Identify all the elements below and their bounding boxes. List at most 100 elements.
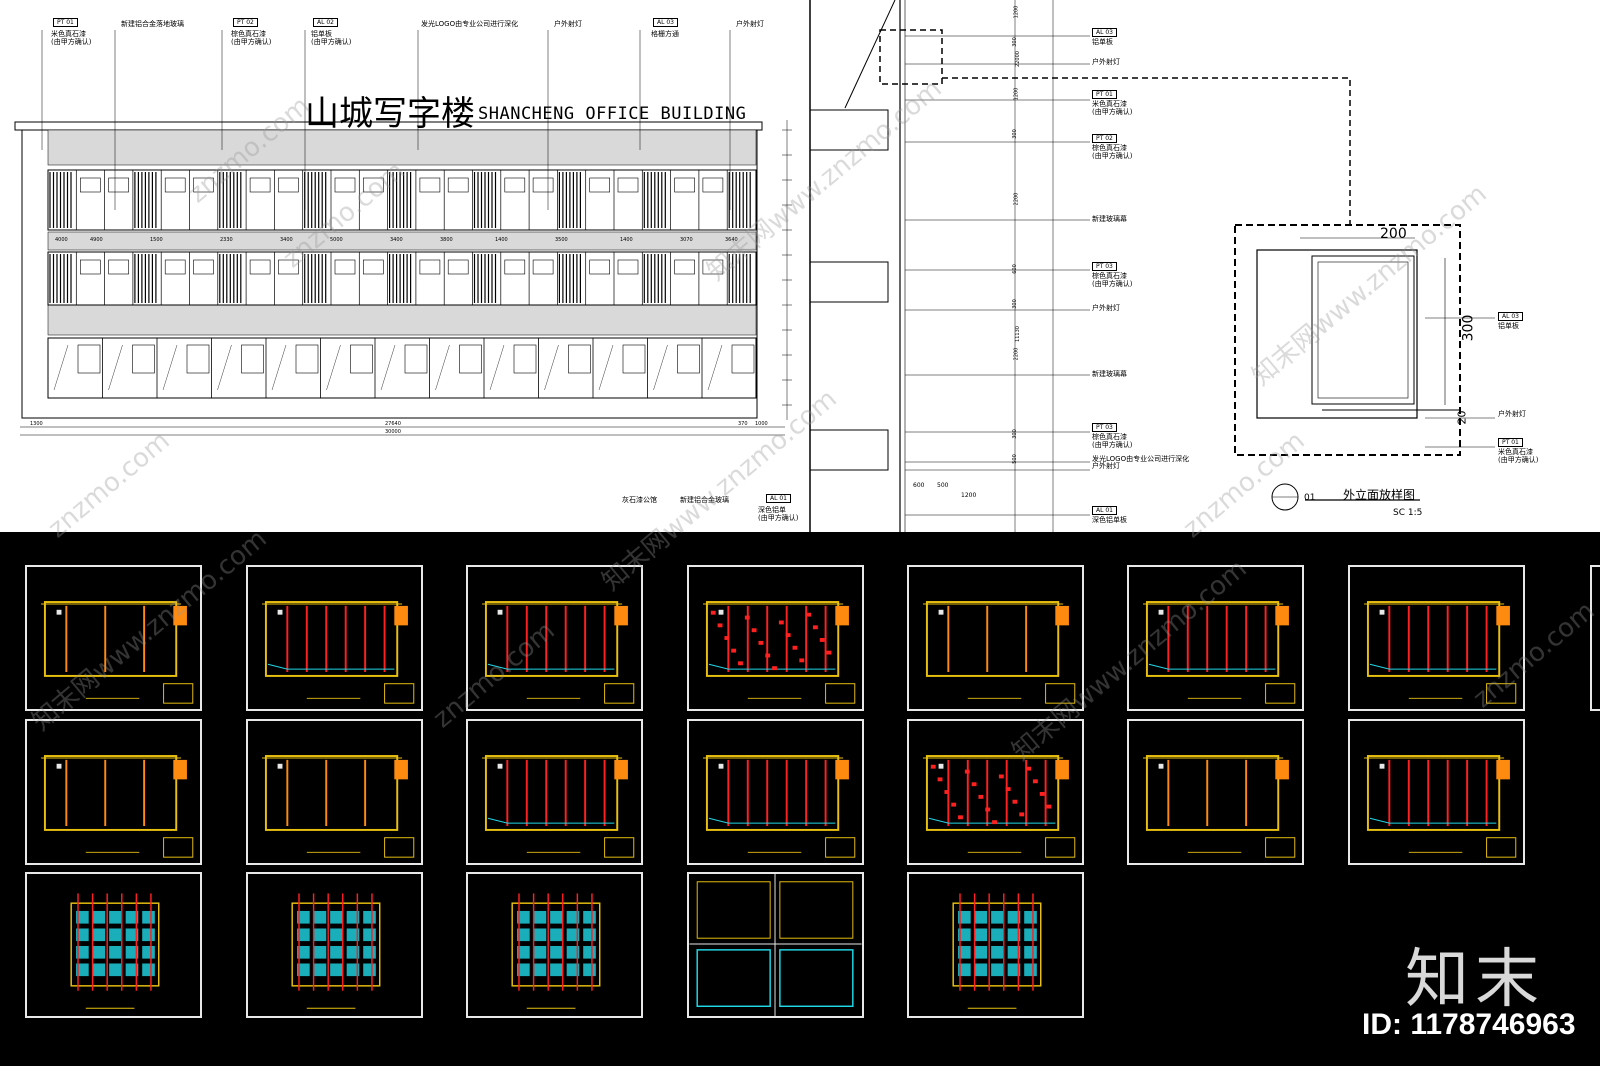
plan-pipe [708, 817, 836, 824]
elevation-tag-text: 发光LOGO由专业公司进行深化 [421, 20, 519, 28]
plan-fixture [1039, 792, 1045, 796]
elev-window [297, 928, 310, 942]
cad-sheet-thumbnail[interactable] [1348, 719, 1525, 865]
window-sash [447, 259, 469, 275]
cad-sheet-thumbnail[interactable] [1127, 565, 1304, 711]
cad-sheet-thumbnail[interactable] [25, 565, 202, 711]
elevation-row-dim: 1500 [150, 237, 163, 243]
cad-sheet-thumbnail[interactable] [25, 719, 202, 865]
plan-wall [925, 601, 1060, 677]
window-sash [108, 177, 129, 193]
elev-window [330, 910, 343, 924]
plan-column [497, 609, 503, 615]
elev-window [550, 928, 563, 942]
cad-sheet-thumbnail[interactable] [687, 719, 864, 865]
drawing-top-panel: 山城写字楼 SHANCHENG OFFICE BUILDING 200 300 … [0, 0, 1600, 532]
elev-window [92, 945, 106, 959]
wall-section-drawing [809, 0, 1495, 532]
cad-sheet-thumbnail[interactable] [907, 719, 1084, 865]
cad-sheet-thumbnail[interactable] [1348, 565, 1525, 711]
elev-window [92, 910, 106, 924]
elevation-row-dim: 3800 [440, 237, 453, 243]
door-panel [77, 344, 101, 374]
section-dim: 2200 [1013, 192, 1020, 206]
cad-sheet-thumbnail[interactable] [246, 719, 423, 865]
section-tag-code: PT 03 [1092, 423, 1117, 432]
cad-sheet-thumbnail[interactable] [25, 872, 202, 1018]
plan-fixture [1005, 787, 1011, 792]
cad-sheet-thumbnail[interactable] [466, 872, 643, 1018]
section-dim: 300 [1011, 299, 1018, 309]
cad-sheet-thumbnail[interactable] [466, 719, 643, 865]
detail-dim-small: 20 [1455, 410, 1469, 425]
detail-quad [779, 881, 854, 939]
plan-fixture [978, 794, 984, 799]
window-sash [80, 177, 101, 193]
elevation-row-dim: 3400 [390, 237, 403, 243]
cad-sheet-thumbnail[interactable] [687, 872, 864, 1018]
title-block [163, 837, 194, 858]
cad-sheet-thumbnail[interactable] [907, 872, 1084, 1018]
plan-column [718, 763, 724, 769]
plan-fixture [958, 815, 963, 820]
plan-column [938, 763, 944, 769]
plan-wall [484, 755, 619, 831]
plan-fixture [717, 623, 723, 628]
elev-window [533, 963, 547, 977]
elevation-row-dim: 3400 [280, 237, 293, 243]
glass-hatch [544, 344, 559, 391]
plan-wall [705, 755, 840, 831]
detail-dim-height: 300 [1460, 314, 1477, 342]
elev-window [346, 945, 360, 959]
plan-core [614, 759, 628, 780]
window-row-0 [47, 169, 757, 231]
cad-sheet-thumbnail[interactable] [246, 872, 423, 1018]
elev-window [991, 945, 1004, 959]
floor-slab-2 [810, 429, 889, 471]
sheet-drawing [923, 755, 1076, 858]
elev-window [313, 910, 327, 924]
elevation-row-dim: 2330 [220, 237, 233, 243]
plan-fixture [744, 615, 750, 620]
plan-column [277, 763, 283, 769]
elevation-row-dim: 4900 [90, 237, 103, 243]
detail-number: 01 [1304, 493, 1316, 503]
plan-wall [705, 601, 840, 677]
window-sash [278, 177, 299, 193]
glass-hatch [707, 344, 723, 391]
plan-pipe [1148, 663, 1276, 670]
plan-fixture [731, 648, 737, 653]
window-sash [108, 259, 129, 275]
plan-fixture [951, 802, 957, 807]
window-sash [193, 259, 214, 275]
cad-sheet-thumbnail[interactable] [466, 565, 643, 711]
section-tag-text: 户外射灯 [1092, 462, 1120, 470]
plan-column [1158, 763, 1164, 769]
sheet-drawing [923, 601, 1076, 704]
cad-sheet-thumbnail[interactable] [687, 565, 864, 711]
glass-hatch [489, 344, 505, 391]
elev-window [92, 928, 106, 942]
door-panel [677, 344, 700, 374]
logo-bracket-line [844, 0, 896, 109]
window-sash [589, 177, 611, 193]
section-tag-text: 棕色真石漆 (由甲方确认) [1092, 433, 1133, 449]
window-sash [419, 259, 441, 275]
cad-sheet-thumbnail[interactable] [246, 565, 423, 711]
plan-core [1275, 605, 1289, 626]
elev-window [1007, 963, 1021, 977]
elev-window [1007, 910, 1021, 924]
window-sash [702, 259, 724, 275]
cad-sheet-thumbnail[interactable] [1127, 719, 1304, 865]
cad-sheet-thumbnail[interactable] [907, 565, 1084, 711]
section-tag-code: PT 02 [1092, 134, 1117, 143]
detail-scale: SC 1:5 [1393, 508, 1423, 518]
elev-window [533, 910, 547, 924]
elevation-tag-text: 户外射灯 [736, 20, 764, 28]
detail-tag-text: 户外射灯 [1498, 410, 1526, 418]
plan-wall [1366, 601, 1501, 677]
elev-window [991, 910, 1004, 924]
door-panel [404, 344, 428, 374]
plan-fixture [778, 620, 784, 625]
sheet-drawing [41, 755, 194, 858]
